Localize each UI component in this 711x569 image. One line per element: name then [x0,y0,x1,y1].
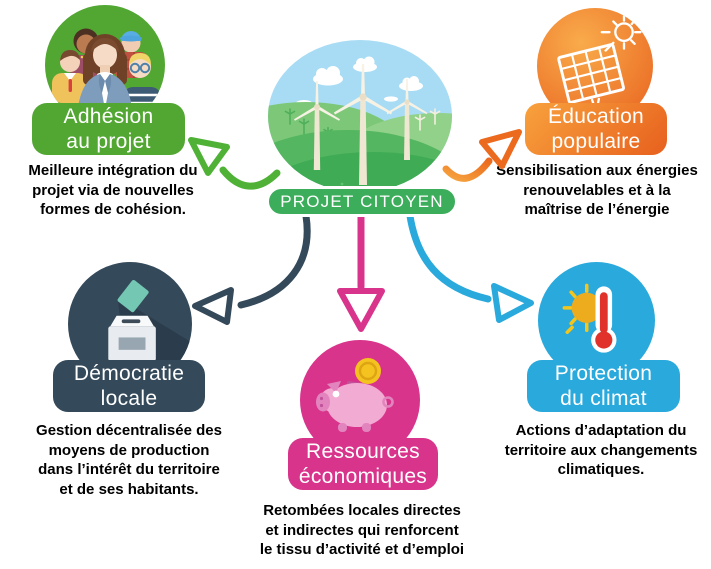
arrow-to-democratie-icon [192,212,311,325]
arrow-to-ressources-icon [337,212,385,332]
piggy-bank-icon [316,358,394,432]
turbine-center-icon [333,64,393,185]
adhesion-description: Meilleure intégration du projet via de n… [28,162,198,218]
people-group-icon [52,28,161,125]
adhesion-title: Adhésion au projet [32,103,185,155]
arrow-to-adhesion-icon [188,137,281,190]
education-description: Sensibilisation aux énergies renouvelabl… [496,162,698,218]
education-title: Éducation populaire [525,103,667,155]
center-illustration-circle [264,36,456,196]
climat-title: Protection du climat [527,360,680,412]
ressources-title: Ressources économiques [288,438,438,490]
turbine-right-icon [386,79,428,160]
democratie-description: Gestion décentralisée des moyens de prod… [36,422,222,498]
turbine-left-icon [294,81,340,170]
ressources-description: Retombées locales directes et indirectes… [259,502,465,558]
sun-thermometer-icon [562,283,617,353]
democratie-title: Démocratie locale [53,360,205,412]
arrow-to-education-icon [442,129,522,182]
center-label: PROJET CITOYEN [266,186,458,217]
climat-circle [538,262,655,379]
wind-turbines-illustration [268,40,452,192]
climat-description: Actions d’adaptation du territoire aux c… [504,422,698,478]
arrow-to-climat-icon [406,212,534,323]
